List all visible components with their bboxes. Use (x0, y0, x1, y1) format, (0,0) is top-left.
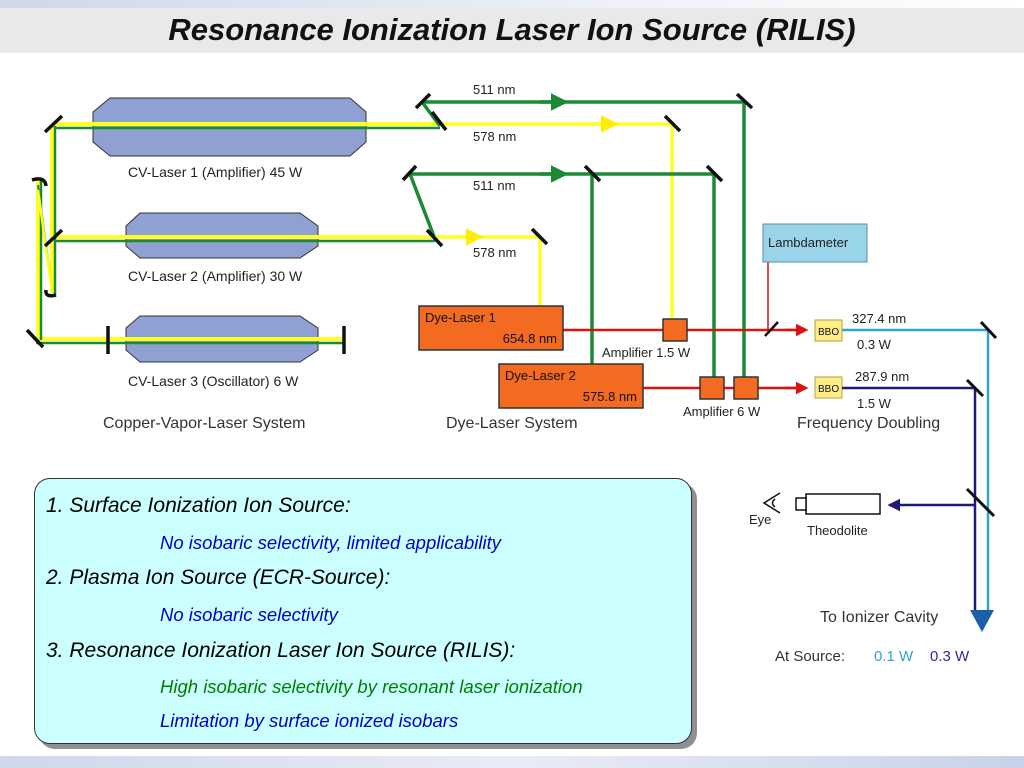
beam-578-upper-label: 578 nm (473, 129, 516, 144)
beam-511-upper-label: 511 nm (473, 82, 515, 97)
beam-578-lower (435, 228, 542, 306)
fd-2-wavelength: 287.9 nm (855, 369, 909, 384)
amplifier-2-label: Amplifier 6 W (683, 404, 761, 419)
eye-icon (762, 492, 781, 514)
beam-mirrors (401, 92, 754, 248)
ionizer-arrow-head (970, 610, 994, 632)
panel-item-1-note: No isobaric selectivity, limited applica… (160, 532, 502, 553)
beam-511-upper (420, 93, 746, 388)
amplifier-2-cell-b (733, 376, 759, 400)
copper-vapor-beams (36, 122, 440, 345)
title-bar (0, 8, 1024, 53)
dye-laser-2-name: Dye-Laser 2 (505, 368, 576, 383)
dye-laser-2-box (498, 363, 644, 409)
panel-item-2-note: No isobaric selectivity (160, 604, 338, 625)
at-source-navy-power: 0.3 W (930, 648, 970, 665)
beam-uv-cyan (842, 328, 990, 612)
eye-label: Eye (749, 512, 771, 527)
panel-item-1: 1. Surface Ionization Ion Source: (46, 494, 351, 517)
cv-laser-1-label: CV-Laser 1 (Amplifier) 45 W (128, 164, 303, 180)
fd-1-wavelength: 327.4 nm (852, 311, 906, 326)
cv-laser-3-label: CV-Laser 3 (Oscillator) 6 W (128, 373, 299, 389)
dye-laser-2-wavelength: 575.8 nm (583, 389, 637, 404)
dye-laser-1-name: Dye-Laser 1 (425, 310, 496, 325)
panel-item-3-note-1: High isobaric selectivity by resonant la… (160, 676, 583, 697)
fd-2-power: 1.5 W (857, 396, 892, 411)
dye-system-label: Dye-Laser System (446, 415, 578, 432)
beam-511-lower-label: 511 nm (473, 178, 515, 193)
amplifier-1-cell (662, 318, 688, 342)
theodolite-body (805, 493, 881, 515)
cv-system-label: Copper-Vapor-Laser System (103, 415, 305, 432)
ion-source-comparison-panel: 1. Surface Ionization Ion Source: No iso… (34, 478, 692, 744)
theodolite-label: Theodolite (807, 523, 868, 538)
dye-laser-1-box (418, 305, 564, 351)
top-gradient-bar (0, 0, 1024, 8)
bbo-2-label: BBO (818, 384, 839, 395)
uv-mirrors (965, 320, 998, 518)
beam-511-lower (408, 165, 716, 388)
lambdameter-label: Lambdameter (768, 235, 849, 250)
page-title: Resonance Ionization Laser Ion Source (R… (168, 12, 856, 47)
beam-578-upper (440, 115, 674, 320)
to-ionizer-label: To Ionizer Cavity (820, 609, 938, 626)
panel-item-2: 2. Plasma Ion Source (ECR-Source): (46, 566, 391, 589)
fd-1-power: 0.3 W (857, 337, 892, 352)
at-source-label: At Source: (775, 648, 845, 665)
bbo-1-label: BBO (818, 327, 839, 338)
lambdameter-box (762, 223, 868, 263)
at-source-cyan-power: 0.1 W (874, 648, 914, 665)
cv-laser-2-label: CV-Laser 2 (Amplifier) 30 W (128, 268, 303, 284)
pickoff-mirror (764, 321, 779, 337)
cv-mirrors (25, 114, 346, 354)
panel-item-3-note-2: Limitation by surface ionized isobars (160, 710, 459, 731)
amplifier-2-cell-a (699, 376, 725, 400)
beam-578-lower-label: 578 nm (473, 245, 516, 260)
panel-item-3: 3. Resonance Ionization Laser Ion Source… (46, 639, 516, 662)
amplifier-1-label: Amplifier 1.5 W (602, 345, 691, 360)
dye-laser-1-wavelength: 654.8 nm (503, 331, 557, 346)
freq-doubling-label: Frequency Doubling (797, 415, 940, 432)
theodolite-eyepiece (795, 497, 807, 511)
beam-uv-navy (842, 386, 977, 612)
bottom-gradient-bar (0, 756, 1024, 768)
